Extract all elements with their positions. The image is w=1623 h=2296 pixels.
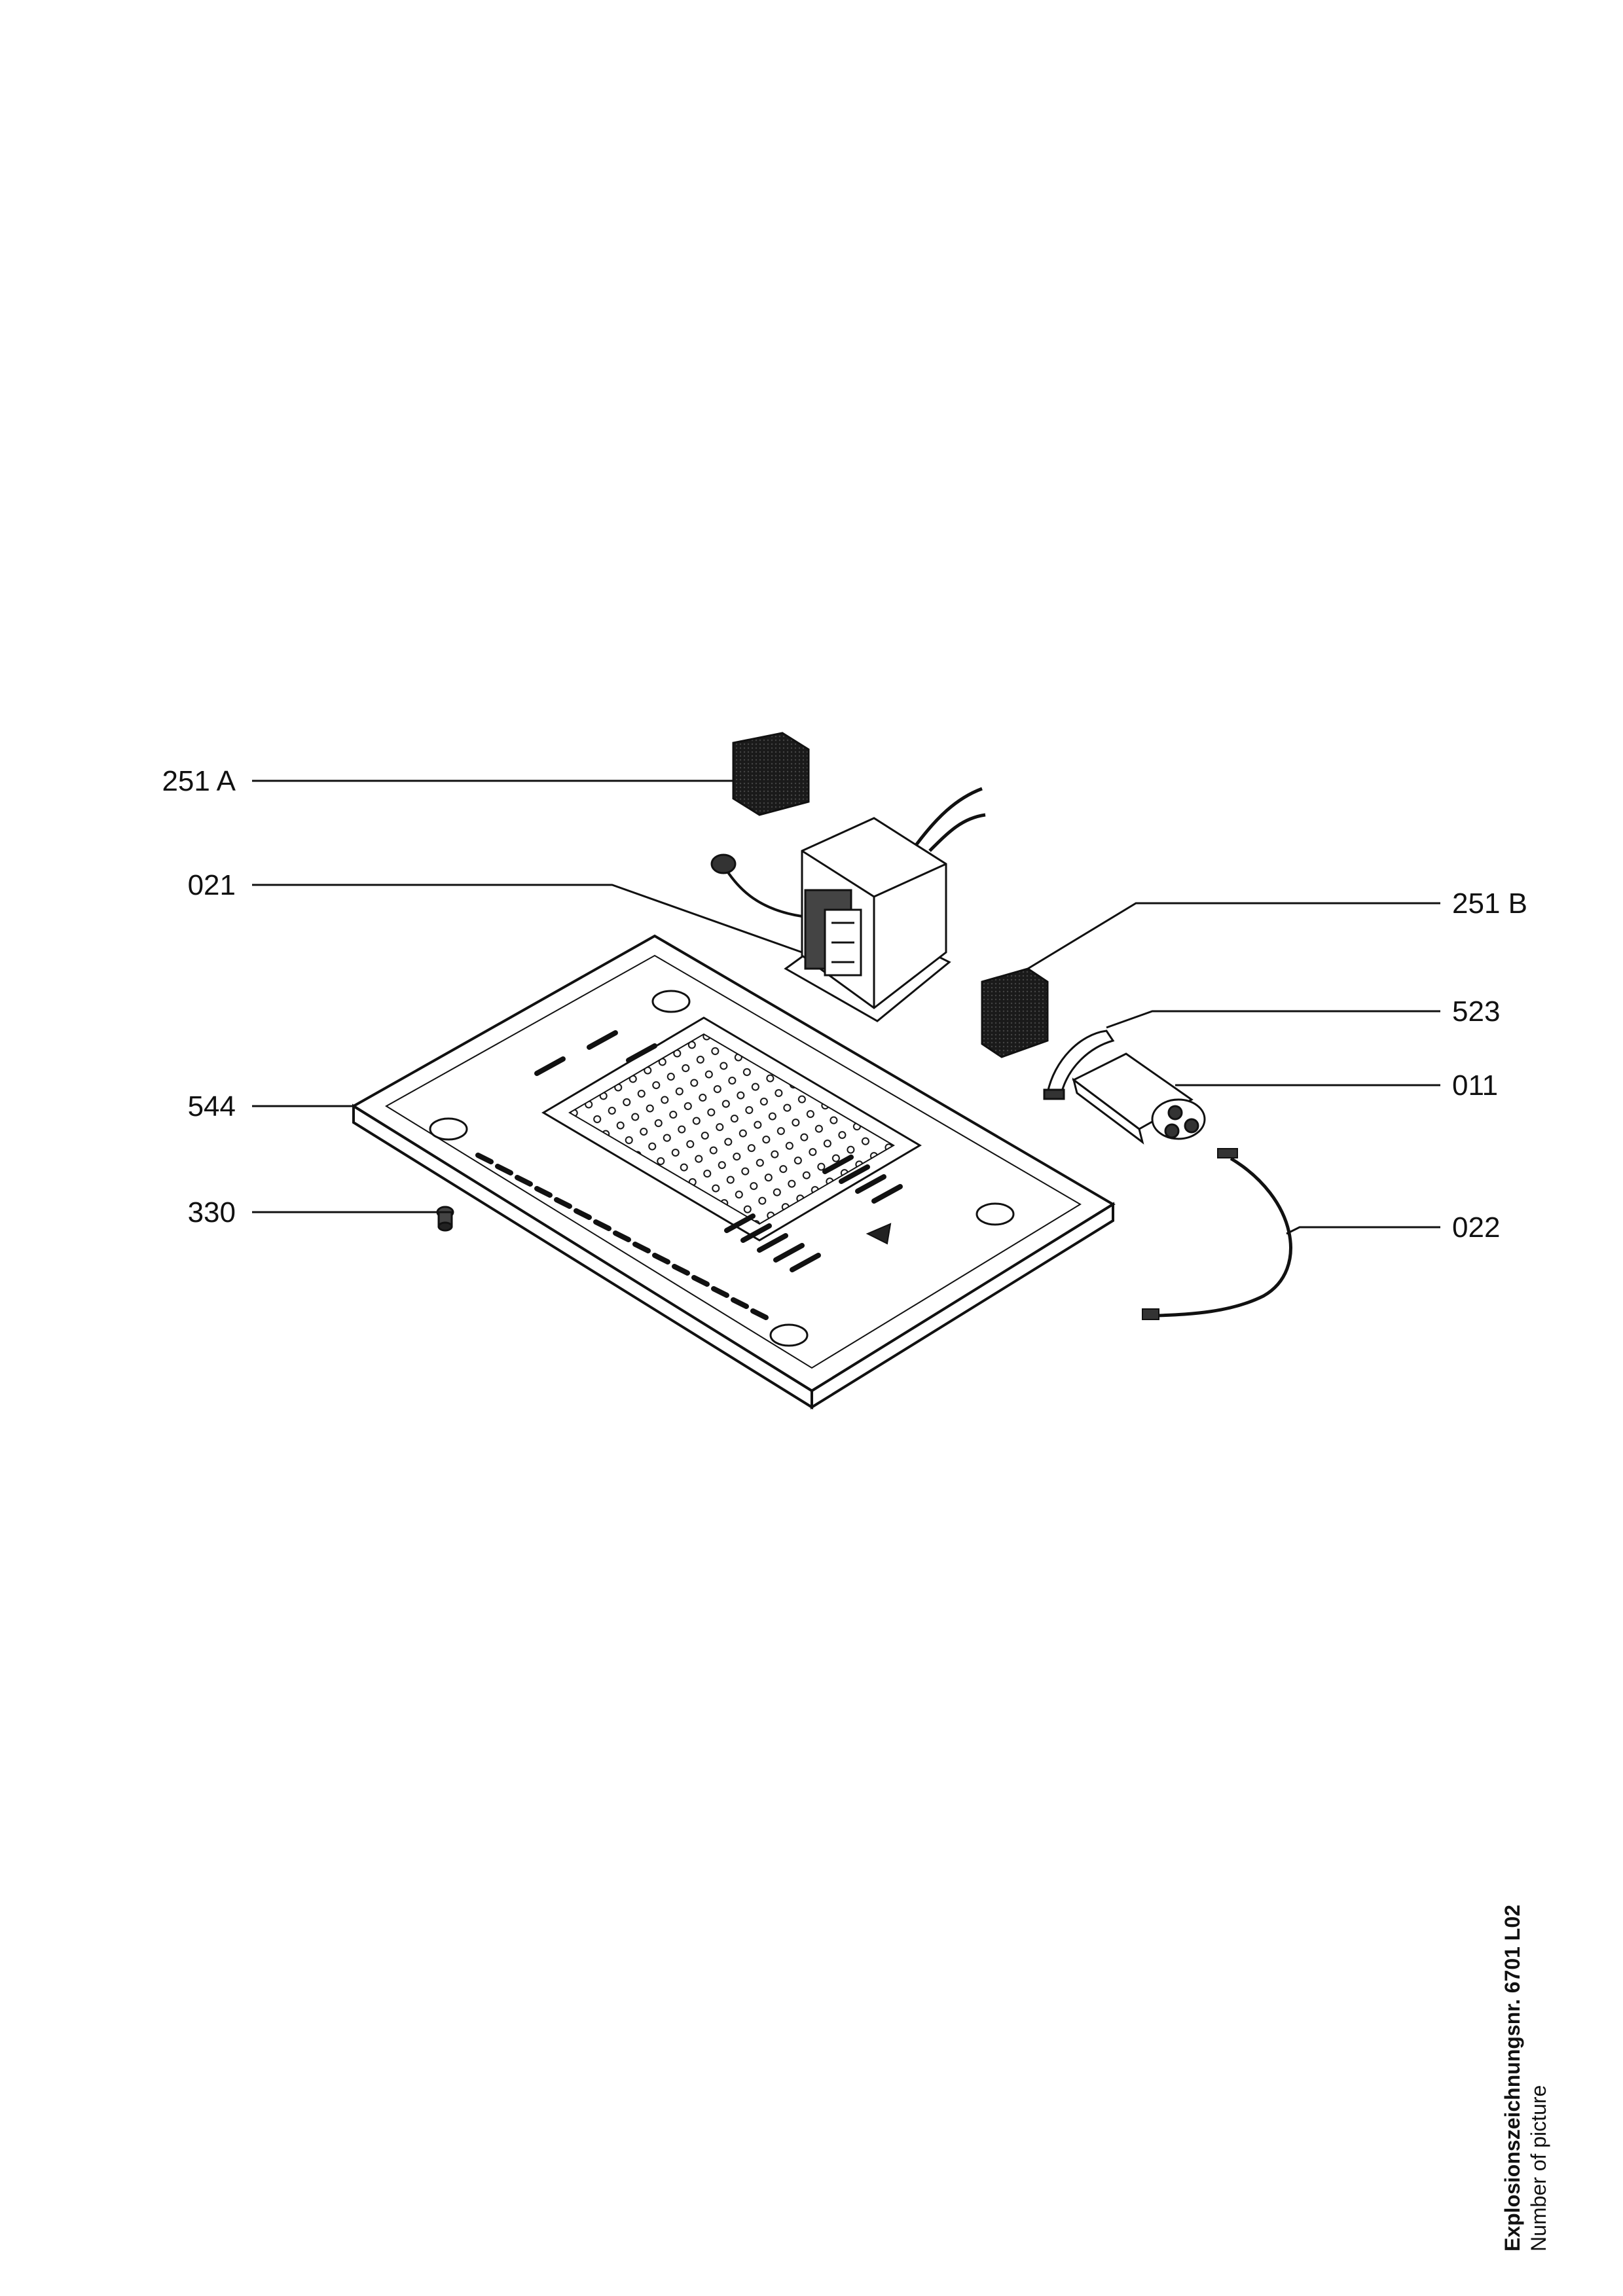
callout-022: 022 <box>1452 1211 1501 1244</box>
callout-523: 523 <box>1452 996 1501 1028</box>
callout-251b: 251 B <box>1452 888 1527 920</box>
callout-021: 021 <box>187 869 236 901</box>
leader-523 <box>1106 1010 1440 1029</box>
leader-lines <box>252 780 1440 1235</box>
leader-251b <box>1027 902 1440 970</box>
transformer-021 <box>710 787 986 1022</box>
callout-544: 544 <box>187 1090 236 1122</box>
leader-021 <box>252 884 803 954</box>
screw-330 <box>436 1206 454 1232</box>
ferrite-block-251a <box>732 732 810 816</box>
caption-subtitle: Number of picture <box>1527 2085 1550 2251</box>
base-plate-544 <box>351 934 1116 1410</box>
callout-011: 011 <box>1452 1069 1499 1102</box>
hv-wire-022 <box>1142 1148 1292 1320</box>
callout-330: 330 <box>187 1196 236 1229</box>
drawing-number: Explosionszeichnungsnr. 6701 L02 <box>1501 1905 1524 2251</box>
drawing-caption: Explosionszeichnungsnr. 6701 L02 Number … <box>1499 1905 1552 2251</box>
ferrite-block-251b <box>981 967 1049 1058</box>
leader-022 <box>1286 1226 1440 1235</box>
callout-251a: 251 A <box>162 765 236 797</box>
capacitor-011 <box>1072 1052 1206 1145</box>
capacitor-clip-523 <box>1043 1030 1115 1100</box>
